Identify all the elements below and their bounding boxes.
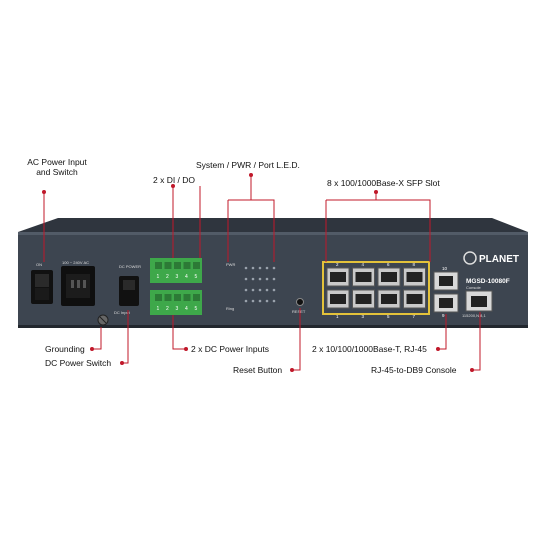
sfp-port-number: 2 <box>336 262 339 267</box>
console-label: RJ-45-to-DB9 Console <box>371 365 457 375</box>
terminal-number: 3 <box>176 306 179 312</box>
sfp-port-number: 5 <box>387 314 390 319</box>
terminal-screw <box>164 294 172 301</box>
panel-reset-label: RESET <box>292 309 306 314</box>
panel-console-label: Console <box>466 285 481 290</box>
terminal-screw <box>183 262 191 269</box>
planet-logo-icon <box>463 251 477 265</box>
rj45-port-number: 9 <box>442 313 445 318</box>
system-led-label: System / PWR / Port L.E.D. <box>196 160 300 170</box>
status-led <box>272 277 276 281</box>
sfp-slots: 2 4 6 8 1 3 5 7 <box>326 262 426 319</box>
panel-on-label: ON <box>36 262 42 267</box>
sfp-highlight-box <box>322 261 430 315</box>
ac-power-label-line1: AC Power Input <box>27 157 87 167</box>
status-led <box>258 266 262 270</box>
status-led <box>251 277 255 281</box>
sfp-port-number: 4 <box>362 262 365 267</box>
callout-dots <box>42 173 474 372</box>
brand-text: PLANET <box>479 254 519 265</box>
terminal-number: 1 <box>157 274 160 280</box>
status-led <box>244 277 248 281</box>
status-led <box>258 299 262 303</box>
panel-dc-power-label: DC POWER <box>119 264 141 269</box>
status-led <box>272 266 276 270</box>
terminal-number: 1 <box>157 306 160 312</box>
sfp-port-number: 3 <box>362 314 365 319</box>
status-led <box>251 299 255 303</box>
panel-dc-input-label: DC Input <box>114 310 131 315</box>
terminal-number: 2 <box>166 274 169 280</box>
panel-ring-label: Ring <box>226 306 234 311</box>
panel-pwr-label: PWR <box>226 262 235 267</box>
status-led <box>272 299 276 303</box>
sfp-port-number: 7 <box>413 314 416 319</box>
dc-power-switch-label: DC Power Switch <box>45 358 112 368</box>
terminal-screw <box>174 262 181 269</box>
terminal-screw <box>155 294 162 301</box>
status-led <box>265 277 269 281</box>
rj45-port-number: 10 <box>442 266 448 271</box>
terminal-number: 5 <box>195 274 198 280</box>
terminal-number: 3 <box>176 274 179 280</box>
panel-ac-label: 100 ~ 240V AC <box>62 260 89 265</box>
terminal-screw <box>174 294 181 301</box>
rj45-ports: 10 9 <box>433 266 459 318</box>
terminal-number: 2 <box>166 306 169 312</box>
status-led <box>251 266 255 270</box>
terminal-number: 4 <box>185 274 188 280</box>
status-led <box>258 277 262 281</box>
panel-baud-label: 115200,N,8,1 <box>462 313 486 318</box>
terminal-number: 5 <box>195 306 198 312</box>
status-led <box>265 288 269 292</box>
terminal-screw <box>183 294 191 301</box>
status-led <box>244 288 248 292</box>
status-led <box>258 288 262 292</box>
dc-power-inputs-label: 2 x DC Power Inputs <box>191 344 269 354</box>
led-panel <box>244 266 276 303</box>
sfp-slot-label: 8 x 100/1000Base-X SFP Slot <box>327 178 440 188</box>
di-do-label: 2 x DI / DO <box>153 175 196 185</box>
model-text: MGSD-10080F <box>466 278 510 285</box>
sfp-port-number: 8 <box>413 262 416 267</box>
ac-power-label-line2: and Switch <box>36 167 78 177</box>
grounding-label: Grounding <box>45 344 85 354</box>
status-led <box>265 266 269 270</box>
ac-power-callout: AC Power Input and Switch <box>18 157 96 177</box>
sfp-port-number: 1 <box>336 314 339 319</box>
status-led <box>265 299 269 303</box>
terminal-screw <box>193 262 200 269</box>
terminal-screw <box>193 294 200 301</box>
terminal-number: 4 <box>185 306 188 312</box>
terminal-screw <box>164 262 172 269</box>
status-led <box>244 266 248 270</box>
reset-button-label: Reset Button <box>233 365 283 375</box>
terminal-screw <box>155 262 162 269</box>
rj45-ports-label: 2 x 10/100/1000Base-T, RJ-45 <box>312 344 427 354</box>
reset-button[interactable] <box>296 298 304 306</box>
status-led <box>244 299 248 303</box>
status-led <box>251 288 255 292</box>
sfp-port-number: 6 <box>387 262 390 267</box>
status-led <box>272 288 276 292</box>
